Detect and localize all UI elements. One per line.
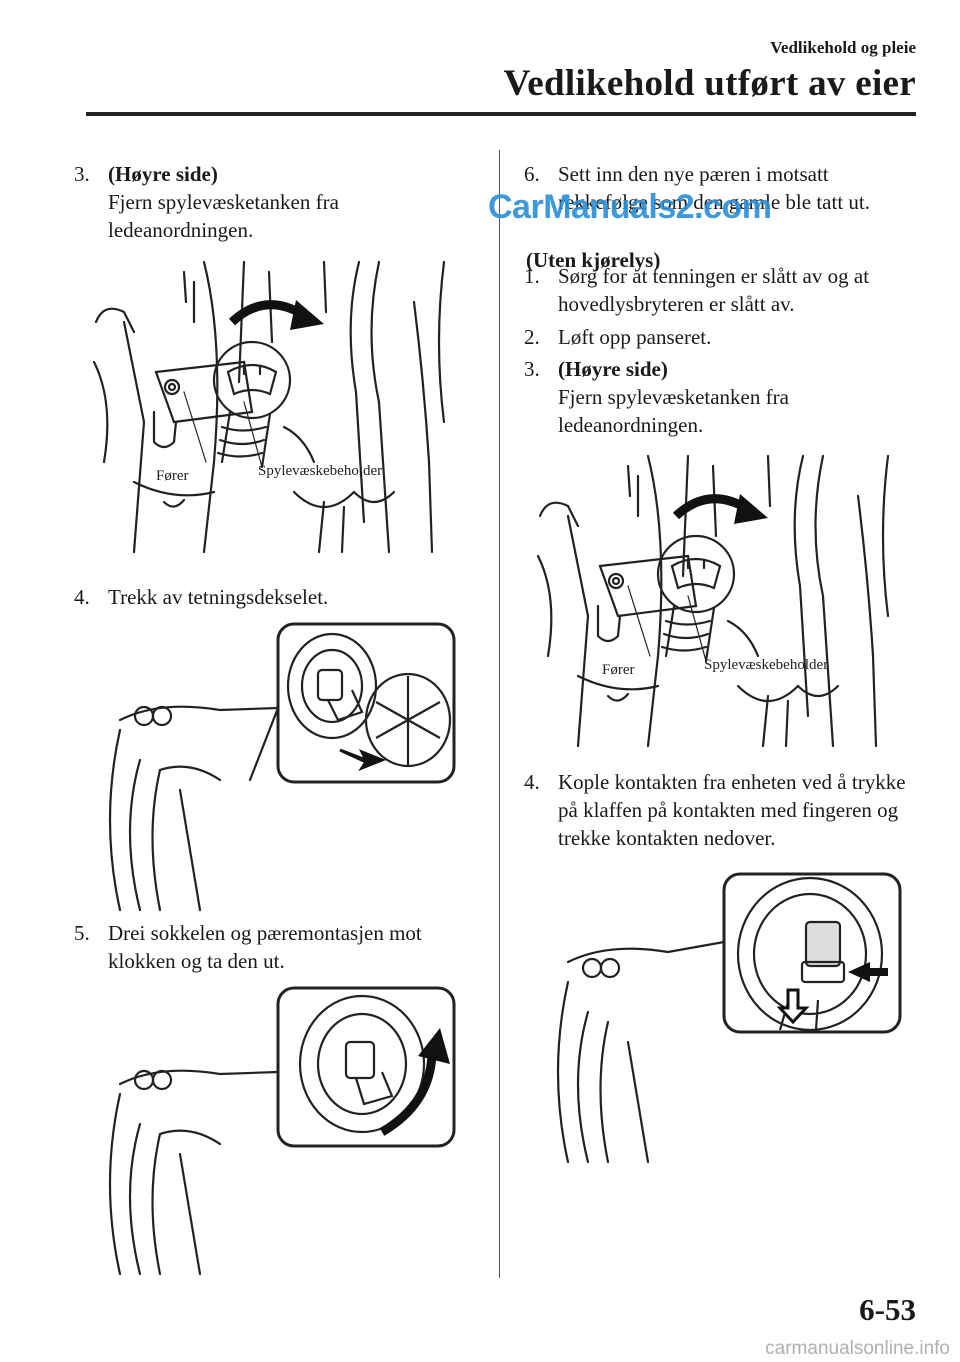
label-spylevaeskebeholder: Spylevæskebeholder: [258, 463, 382, 479]
rotate-socket-illustration: [108, 986, 456, 1276]
section-subheading: (Uten kjørelys): [526, 248, 661, 272]
step-number: 4.: [74, 585, 90, 609]
footer-watermark: carmanualsonline.info: [765, 1338, 950, 1359]
right-step-2: 2. Løft opp panseret.: [524, 323, 924, 351]
connector-illustration: [556, 872, 902, 1164]
seal-cover-illustration: [108, 622, 456, 912]
step-text: Fjern spylevæsketanken fra ledeanordning…: [108, 190, 339, 242]
section-label: Vedlikehold og pleie: [770, 38, 916, 57]
step-text: Kople kontakten fra enheten ved å trykke…: [558, 770, 906, 850]
step-text: Sørg for at tenningen er slått av og at …: [558, 264, 870, 316]
column-divider: [499, 150, 500, 1278]
step-number: 3.: [74, 162, 90, 186]
step-heading: (Høyre side): [558, 357, 668, 381]
label-spylevaeskebeholder: Spylevæskebeholder: [704, 657, 828, 673]
left-step-5: 5. Drei sokkelen og pæremontasjen mot kl…: [74, 919, 474, 975]
step-text: Fjern spylevæsketanken fra ledeanordning…: [558, 385, 789, 437]
step-number: 5.: [74, 921, 90, 945]
header-rule: [86, 112, 916, 116]
step-text: Trekk av tetningsdekselet.: [108, 585, 329, 609]
step-number: 1.: [524, 264, 540, 288]
left-step-4: 4. Trekk av tetningsdekselet.: [74, 583, 474, 611]
right-step-1-body: Sørg for at tenningen er slått av og at …: [524, 262, 924, 318]
step-number: 2.: [524, 325, 540, 349]
washer-tank-illustration-right: Fører Spylevæskebeholder: [536, 454, 890, 748]
right-step-4: 4. Kople kontakten fra enheten ved å try…: [524, 768, 924, 852]
page-number: 6-53: [859, 1292, 916, 1327]
step-text: Løft opp panseret.: [558, 325, 712, 349]
watermark-logo: CarManuals2.com: [488, 188, 772, 226]
step-number: 3.: [524, 357, 540, 381]
step-number: 4.: [524, 770, 540, 794]
page-title: Vedlikehold utført av eier: [503, 63, 916, 104]
step-text: Drei sokkelen og pæremontasjen mot klokk…: [108, 921, 422, 973]
step-heading: (Høyre side): [108, 162, 218, 186]
washer-tank-illustration: Fører Spylevæskebeholder: [92, 260, 446, 554]
step-number: 6.: [524, 162, 540, 186]
left-step-3: 3. (Høyre side) Fjern spylevæsketanken f…: [74, 160, 474, 244]
right-step-3: 3. (Høyre side) Fjern spylevæsketanken f…: [524, 355, 924, 439]
label-forer: Fører: [602, 662, 635, 678]
right-step-6: 6. Sett inn den nye pæren i motsatt rekk…: [524, 160, 924, 216]
label-forer: Fører: [156, 468, 189, 484]
step-text: Sett inn den nye pæren i motsatt rekkefø…: [558, 162, 870, 214]
